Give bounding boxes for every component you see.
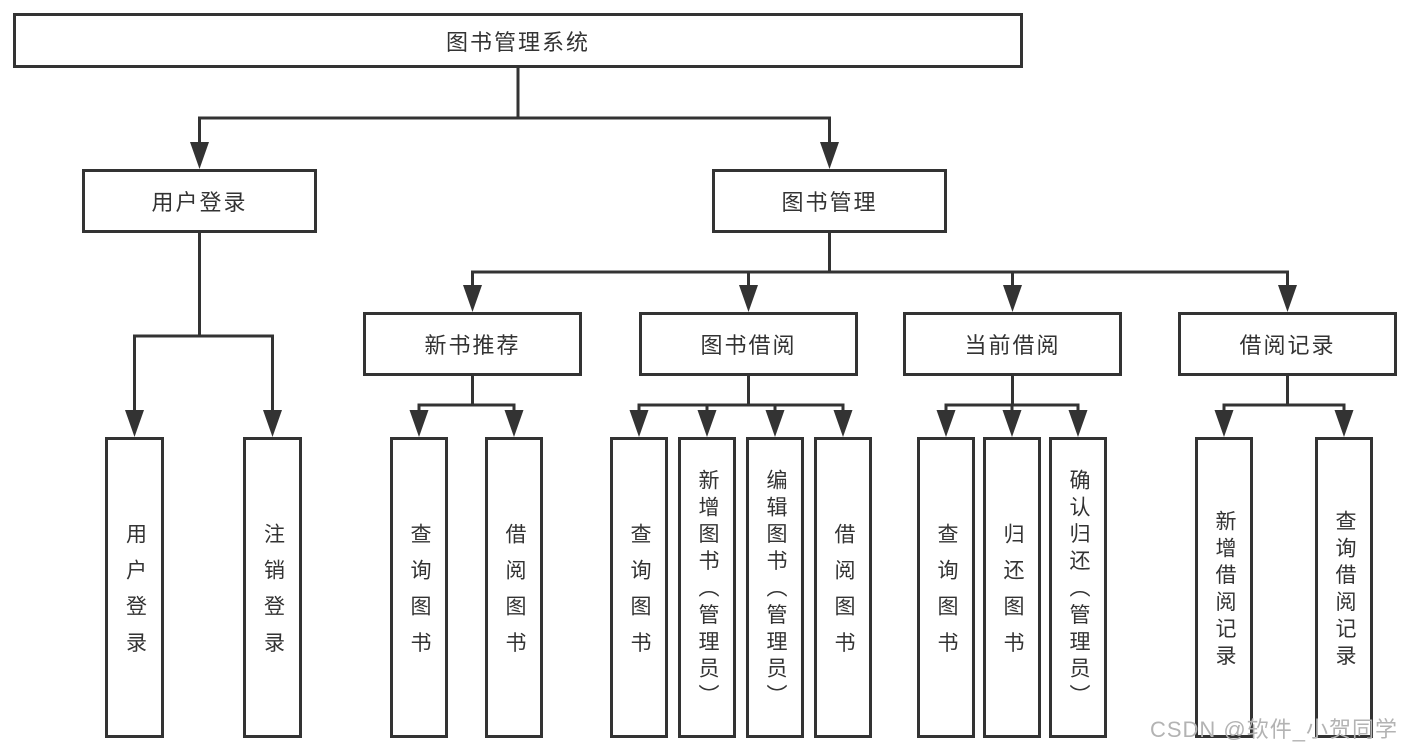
node-label: 编辑图书（管理员） — [764, 469, 787, 712]
watermark: CSDN @软件_小贺同学 — [1149, 717, 1398, 742]
node-leaf-br-query: 查询借阅记录 — [1315, 437, 1373, 738]
node-leaf-bb-query: 查询图书 — [610, 437, 668, 738]
node-label: 借阅记录 — [1239, 333, 1336, 358]
node-label: 用户登录 — [151, 190, 248, 215]
node-label: 查询图书 — [628, 522, 651, 668]
node-leaf-bb-add: 新增图书（管理员） — [678, 437, 736, 738]
node-label: 新增图书（管理员） — [696, 469, 719, 712]
node-label: 注销登录 — [261, 522, 285, 668]
node-leaf-rec-borrow: 借阅图书 — [485, 437, 543, 738]
node-leaf-br-add: 新增借阅记录 — [1195, 437, 1253, 738]
node-label: 归还图书 — [1001, 522, 1024, 668]
node-label: 查询图书 — [935, 522, 958, 668]
node-label: 新书推荐 — [424, 333, 521, 358]
node-label: 图书管理系统 — [445, 29, 590, 55]
node-leaf-cb-query: 查询图书 — [917, 437, 975, 738]
node-leaf-bb-borrow: 借阅图书 — [814, 437, 872, 738]
node-leaf-cb-confirm: 确认归还（管理员） — [1049, 437, 1107, 738]
node-book-mgmt: 图书管理 — [712, 169, 947, 233]
node-book-borrow: 图书借阅 — [639, 312, 858, 376]
node-label: 图书管理 — [781, 190, 878, 215]
node-label: 借阅图书 — [832, 522, 855, 668]
node-user-login: 用户登录 — [82, 169, 317, 233]
node-leaf-rec-query: 查询图书 — [390, 437, 448, 738]
node-label: 查询图书 — [408, 522, 431, 668]
node-leaf-cb-return: 归还图书 — [983, 437, 1041, 738]
node-label: 当前借阅 — [964, 333, 1061, 358]
node-label: 图书借阅 — [700, 333, 797, 358]
node-label: 新增借阅记录 — [1213, 509, 1236, 672]
node-label: 用户登录 — [123, 522, 147, 668]
node-label: 借阅图书 — [503, 522, 526, 668]
node-leaf-bb-edit: 编辑图书（管理员） — [746, 437, 804, 738]
node-current-borrow: 当前借阅 — [903, 312, 1122, 376]
node-label: 确认归还（管理员） — [1067, 469, 1090, 712]
node-label: 查询借阅记录 — [1333, 509, 1356, 672]
node-root: 图书管理系统 — [13, 13, 1023, 68]
node-new-book-rec: 新书推荐 — [363, 312, 582, 376]
node-leaf-logout: 注销登录 — [243, 437, 302, 738]
node-leaf-user-login: 用户登录 — [105, 437, 164, 738]
node-borrow-record: 借阅记录 — [1178, 312, 1397, 376]
